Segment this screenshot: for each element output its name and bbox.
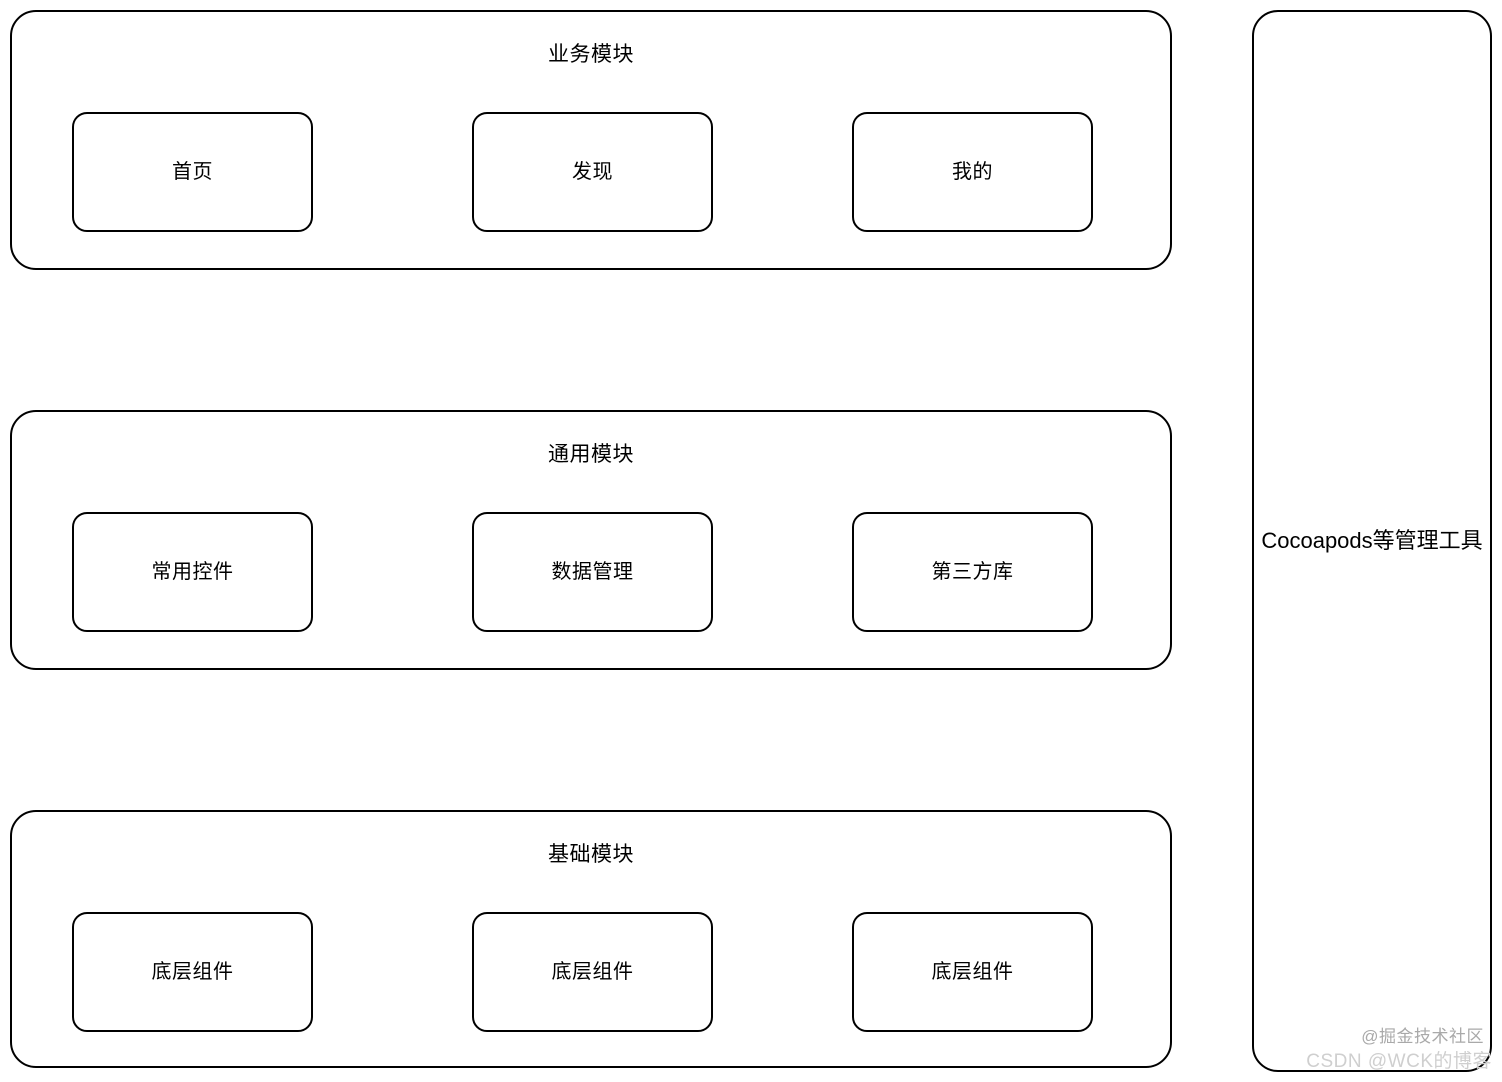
module-business-title: 业务模块 [548, 43, 634, 66]
module-common[interactable]: 通用模块 常用控件 数据管理 第三方库 [10, 410, 1172, 670]
submodule-common-2-label: 数据管理 [551, 561, 634, 583]
submodule-base-1[interactable]: 底层组件 [72, 912, 313, 1032]
submodule-common-3[interactable]: 第三方库 [852, 512, 1093, 632]
side-panel-label: Cocoapods等管理工具 [1261, 528, 1483, 553]
submodule-business-1-label: 首页 [172, 161, 213, 183]
submodule-business-3[interactable]: 我的 [852, 112, 1093, 232]
submodule-base-2[interactable]: 底层组件 [472, 912, 713, 1032]
submodule-base-3-label: 底层组件 [931, 961, 1014, 983]
submodule-base-2-label: 底层组件 [551, 961, 634, 983]
submodule-common-1[interactable]: 常用控件 [72, 512, 313, 632]
module-business-submodules: 首页 发现 我的 [12, 112, 1170, 232]
submodule-business-2[interactable]: 发现 [472, 112, 713, 232]
submodule-common-1-label: 常用控件 [151, 561, 234, 583]
submodule-base-1-label: 底层组件 [151, 961, 234, 983]
module-business[interactable]: 业务模块 首页 发现 我的 [10, 10, 1172, 270]
module-common-title: 通用模块 [548, 443, 634, 466]
submodule-common-3-label: 第三方库 [931, 561, 1014, 583]
submodule-business-3-label: 我的 [952, 161, 993, 183]
module-base-submodules: 底层组件 底层组件 底层组件 [12, 912, 1170, 1032]
module-base-title: 基础模块 [548, 843, 634, 866]
submodule-common-2[interactable]: 数据管理 [472, 512, 713, 632]
submodule-business-1[interactable]: 首页 [72, 112, 313, 232]
submodule-base-3[interactable]: 底层组件 [852, 912, 1093, 1032]
module-common-submodules: 常用控件 数据管理 第三方库 [12, 512, 1170, 632]
submodule-business-2-label: 发现 [572, 161, 613, 183]
module-base[interactable]: 基础模块 底层组件 底层组件 底层组件 [10, 810, 1172, 1068]
side-panel-dependency-manager[interactable]: Cocoapods等管理工具 [1252, 10, 1492, 1072]
